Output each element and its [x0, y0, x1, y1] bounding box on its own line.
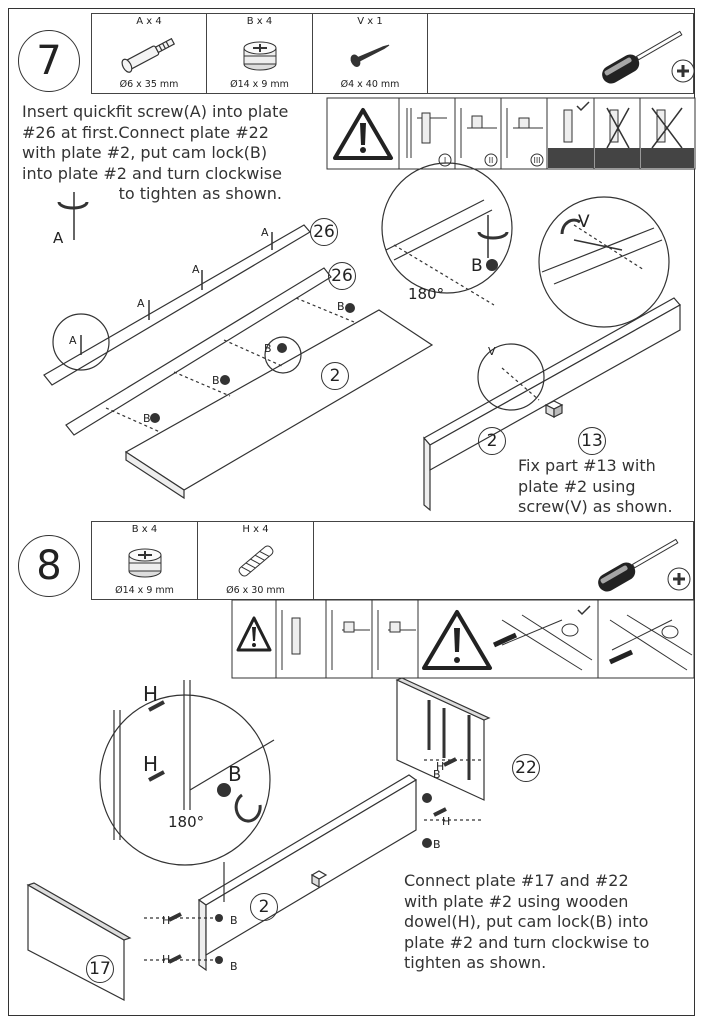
label-a-4: A: [137, 297, 145, 310]
step7-diagram: [43, 162, 681, 512]
part-dim: Ø6 x 35 mm: [119, 79, 179, 90]
label-h-b: H: [442, 815, 451, 828]
tool-cell: [428, 14, 695, 93]
part-dowel-h: H x 4 Ø6 x 30 mm: [198, 522, 314, 599]
label-b-1: B: [337, 300, 345, 313]
part-dim: Ø4 x 40 mm: [340, 79, 400, 90]
label-h-d: H: [162, 953, 171, 966]
label-b-a: B: [433, 768, 441, 781]
label-b-5: B: [471, 256, 483, 276]
plate-17-label: 17: [86, 955, 114, 983]
plate-26-label-a: 26: [310, 218, 338, 246]
part-screw-v: V x 1 Ø4 x 40 mm: [313, 14, 428, 93]
label-a-1: A: [53, 229, 64, 247]
label-v-small: V: [488, 345, 496, 358]
step-number-7: 7: [18, 30, 80, 92]
label-v: V: [578, 212, 590, 232]
label-h-c: H: [162, 914, 171, 927]
label-b-b: B: [433, 838, 441, 851]
plate-22-label: 22: [512, 754, 540, 782]
warn-step-3: III: [533, 156, 540, 165]
label-h-a: H: [436, 760, 445, 773]
label-b-4: B: [143, 412, 151, 425]
warning-strip-step8: [231, 599, 695, 679]
part-cam-lock-b: B x 4 Ø14 x 9 mm: [92, 522, 198, 599]
screwdriver-icon: [598, 538, 691, 592]
label-h-2: H: [143, 752, 159, 776]
cam-lock-icon: [243, 41, 276, 70]
step7-instruction: Insert quickfit screw(A) into plate #26 …: [22, 102, 289, 203]
part-dim: Ø14 x 9 mm: [115, 585, 174, 596]
part-13-label: 13: [578, 427, 606, 455]
part-qty: A x 4: [136, 16, 162, 27]
label-a-5: A: [69, 334, 77, 347]
plate-2-label: 2: [250, 893, 278, 921]
wooden-dowel-icon: [238, 544, 273, 577]
part-cam-lock-b: B x 4 Ø14 x 9 mm: [207, 14, 313, 93]
part-screw-a: A x 4 Ø6 x 35 mm: [92, 14, 207, 93]
warning-strip-step7: I II III: [326, 97, 696, 170]
plate-2-label-b: 2: [478, 427, 506, 455]
part-qty: H x 4: [242, 524, 269, 535]
warn-step-2: II: [489, 156, 494, 165]
parts-box-step7: A x 4 Ø6 x 35 mm B x 4 Ø14 x 9 mm V x 1: [91, 13, 695, 94]
part-qty: V x 1: [357, 16, 383, 27]
step8-instruction: Connect plate #17 and #22 with plate #2 …: [404, 871, 650, 972]
quickfit-screw-icon: [121, 37, 176, 73]
label-b-d: B: [230, 960, 238, 973]
warning-icon-large: [422, 610, 492, 670]
label-a-3: A: [192, 263, 200, 276]
tool-cell: [314, 522, 693, 599]
warning-icon: [333, 108, 393, 160]
label-a-2: A: [261, 226, 269, 239]
label-180-step7: 180°: [408, 285, 445, 303]
label-h-1: H: [143, 682, 159, 706]
label-b-2: B: [264, 342, 272, 355]
page-frame: [8, 8, 695, 1016]
part-qty: B x 4: [246, 16, 273, 27]
label-b-zoom: B: [228, 762, 242, 786]
screwdriver-icon: [602, 30, 695, 84]
parts-box-step8: B x 4 Ø14 x 9 mm H x 4 Ø6 x 30 mm: [91, 521, 694, 600]
plate-26-label-b: 26: [328, 262, 356, 290]
step7-note: Fix part #13 with plate #2 using screw(V…: [518, 456, 673, 516]
warning-icon-small: [236, 616, 272, 652]
wood-screw-icon: [350, 44, 390, 67]
plate-2-label-a: 2: [321, 362, 349, 390]
label-b-c: B: [230, 914, 238, 927]
step-number-8: 8: [18, 535, 80, 597]
label-180-step8: 180°: [168, 813, 205, 831]
label-b-3: B: [212, 374, 220, 387]
part-qty: B x 4: [131, 524, 158, 535]
part-dim: Ø14 x 9 mm: [230, 79, 289, 90]
warn-step-1: I: [444, 156, 446, 165]
part-dim: Ø6 x 30 mm: [226, 585, 285, 596]
cam-lock-icon: [128, 548, 161, 577]
